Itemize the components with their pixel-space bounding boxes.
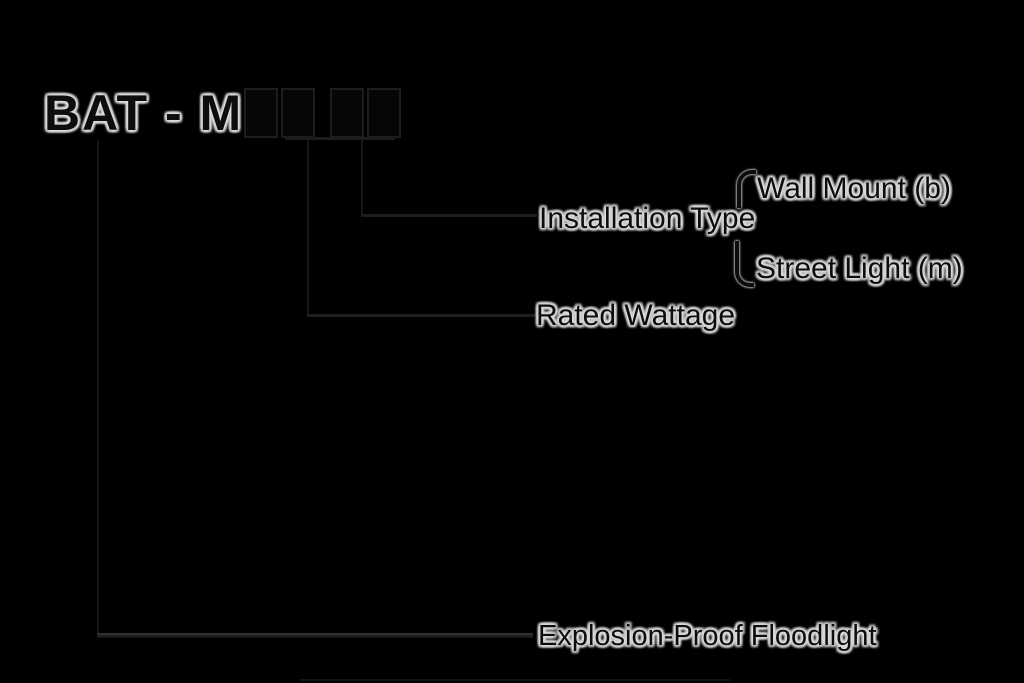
street-light-option-label: Street Light (m) bbox=[756, 252, 963, 285]
model-prefix-title: BAT - M bbox=[44, 85, 244, 141]
connector-horizontal-product bbox=[97, 633, 533, 638]
connector-horizontal-installation bbox=[361, 214, 537, 217]
connector-vertical-installation bbox=[361, 140, 363, 216]
connector-under-boxes bbox=[285, 137, 395, 140]
placeholder-box bbox=[367, 88, 401, 138]
placeholder-box bbox=[281, 88, 315, 138]
wall-mount-option-label: Wall Mount (b) bbox=[757, 172, 951, 205]
connector-vertical-wattage bbox=[307, 140, 309, 316]
connector-faint-bottom bbox=[300, 679, 730, 681]
bracket-bottom-icon bbox=[735, 241, 754, 287]
bracket-top-icon bbox=[737, 170, 756, 208]
connector-horizontal-wattage bbox=[307, 314, 535, 317]
product-name-label: Explosion-Proof Floodlight bbox=[538, 620, 877, 652]
placeholder-box bbox=[244, 88, 278, 138]
placeholder-box bbox=[330, 88, 364, 138]
installation-type-label: Installation Type bbox=[539, 202, 756, 235]
rated-wattage-label: Rated Wattage bbox=[536, 299, 735, 332]
connector-vertical-product bbox=[97, 140, 99, 638]
